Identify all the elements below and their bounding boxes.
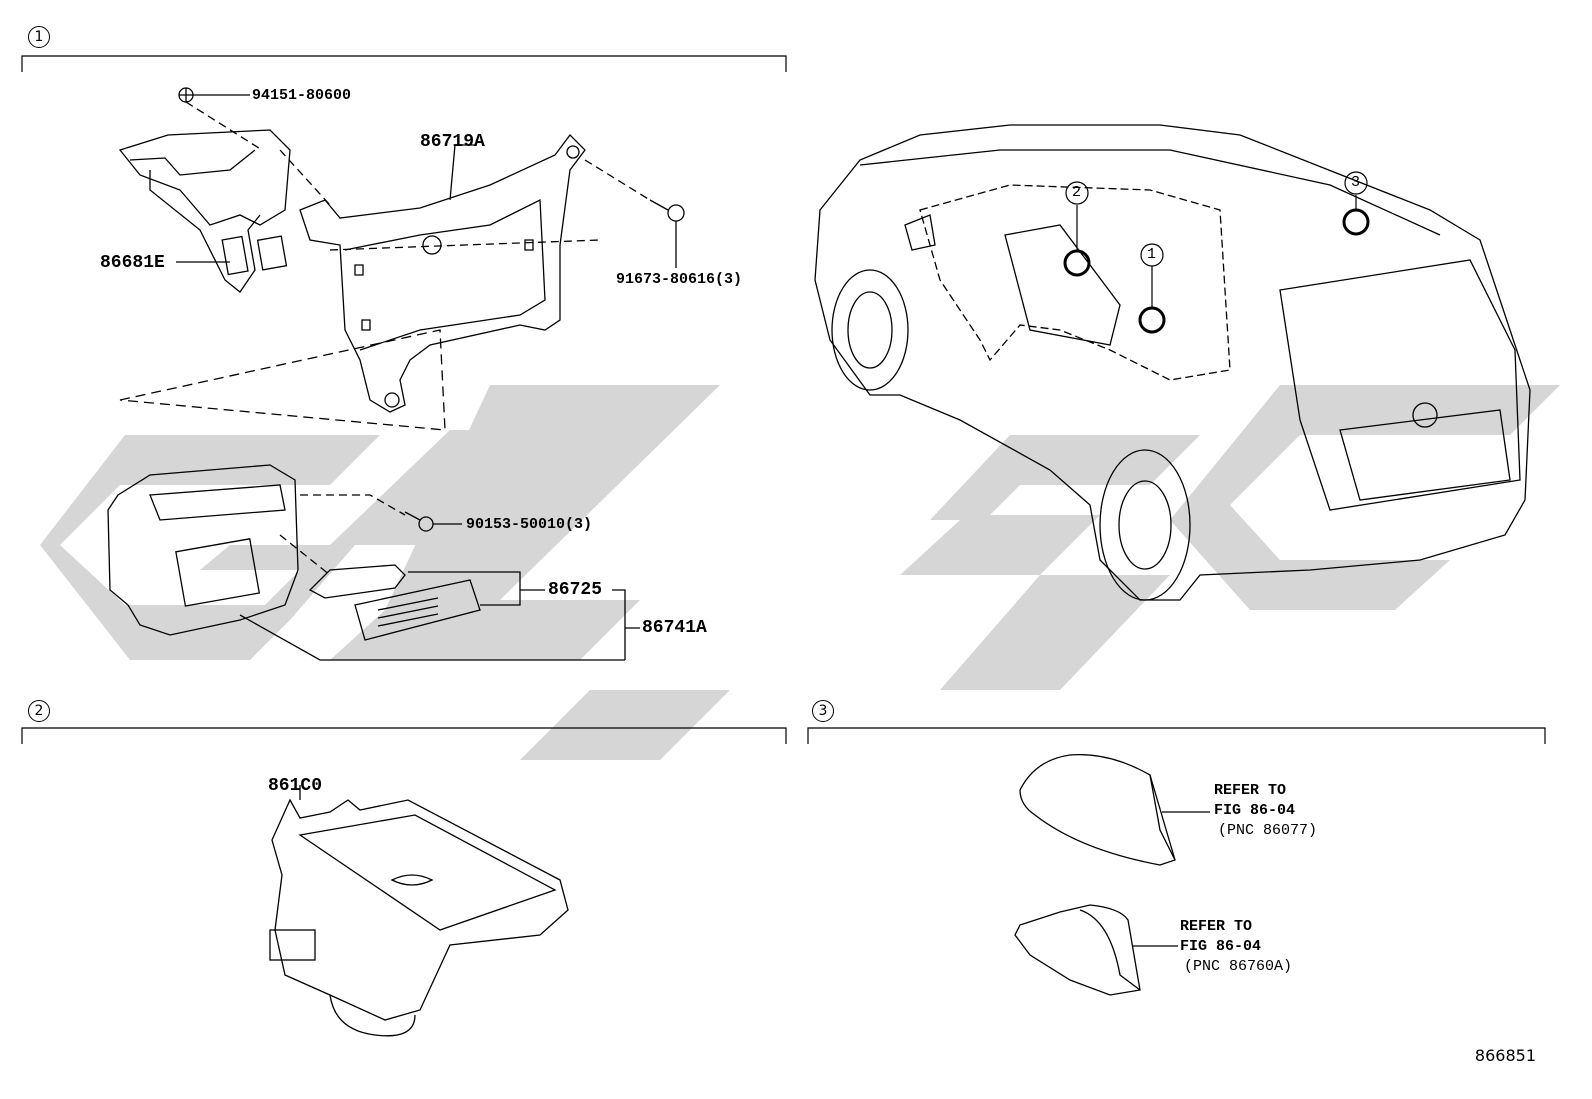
section-3-bracket bbox=[807, 727, 1546, 744]
reference-86077-line3: (PNC 86077) bbox=[1218, 822, 1318, 839]
bracket-86719a bbox=[119, 134, 651, 431]
unit-861c0 bbox=[269, 785, 569, 1037]
vehicle-callout-marks bbox=[1063, 208, 1370, 334]
figure-id: 866851 bbox=[1474, 1046, 1536, 1065]
part-label-86725[interactable]: 86725 bbox=[548, 580, 603, 600]
reference-86760a: REFER TO FIG 86-04 (PNC 86760A) bbox=[1180, 917, 1292, 977]
antenna-86077 bbox=[1019, 754, 1210, 866]
antenna-86760a bbox=[1014, 904, 1178, 996]
bolt-91673 bbox=[649, 199, 685, 268]
reference-86760a-line3: (PNC 86760A) bbox=[1184, 958, 1293, 975]
vehicle-callout-2: 2 bbox=[1072, 184, 1082, 201]
module-86725 bbox=[308, 564, 545, 641]
section-2-bracket bbox=[21, 727, 787, 744]
control-unit-86741a bbox=[107, 464, 625, 661]
reference-86760a-line2[interactable]: FIG 86-04 bbox=[1180, 938, 1262, 955]
part-label-90153[interactable]: 90153-50010(3) bbox=[466, 516, 593, 533]
leader-86741a bbox=[612, 589, 640, 660]
reference-86760a-line1: REFER TO bbox=[1180, 918, 1253, 935]
part-label-91673[interactable]: 91673-80616(3) bbox=[616, 271, 743, 288]
screw-90153 bbox=[279, 494, 462, 576]
watermark-logo bbox=[40, 385, 1560, 760]
part-label-86741a[interactable]: 86741A bbox=[642, 618, 707, 638]
part-label-86719a[interactable]: 86719A bbox=[420, 132, 485, 152]
section-marker-2: 2 bbox=[28, 700, 50, 722]
reference-86077-line1: REFER TO bbox=[1214, 782, 1287, 799]
vehicle-illustration bbox=[814, 124, 1531, 601]
part-label-86681e[interactable]: 86681E bbox=[100, 253, 165, 273]
wire-harness-86681e bbox=[118, 129, 331, 293]
section-marker-3: 3 bbox=[812, 700, 834, 722]
part-label-94151[interactable]: 94151-80600 bbox=[252, 87, 352, 104]
vehicle-callout-1: 1 bbox=[1147, 246, 1157, 263]
part-label-861c0[interactable]: 861C0 bbox=[268, 776, 323, 796]
clip-94151 bbox=[178, 87, 263, 151]
vehicle-callout-3: 3 bbox=[1351, 174, 1361, 191]
section-1-bracket bbox=[21, 55, 787, 72]
reference-86077: REFER TO FIG 86-04 (PNC 86077) bbox=[1214, 781, 1317, 841]
reference-86077-line2[interactable]: FIG 86-04 bbox=[1214, 802, 1296, 819]
section-marker-1: 1 bbox=[28, 26, 50, 48]
